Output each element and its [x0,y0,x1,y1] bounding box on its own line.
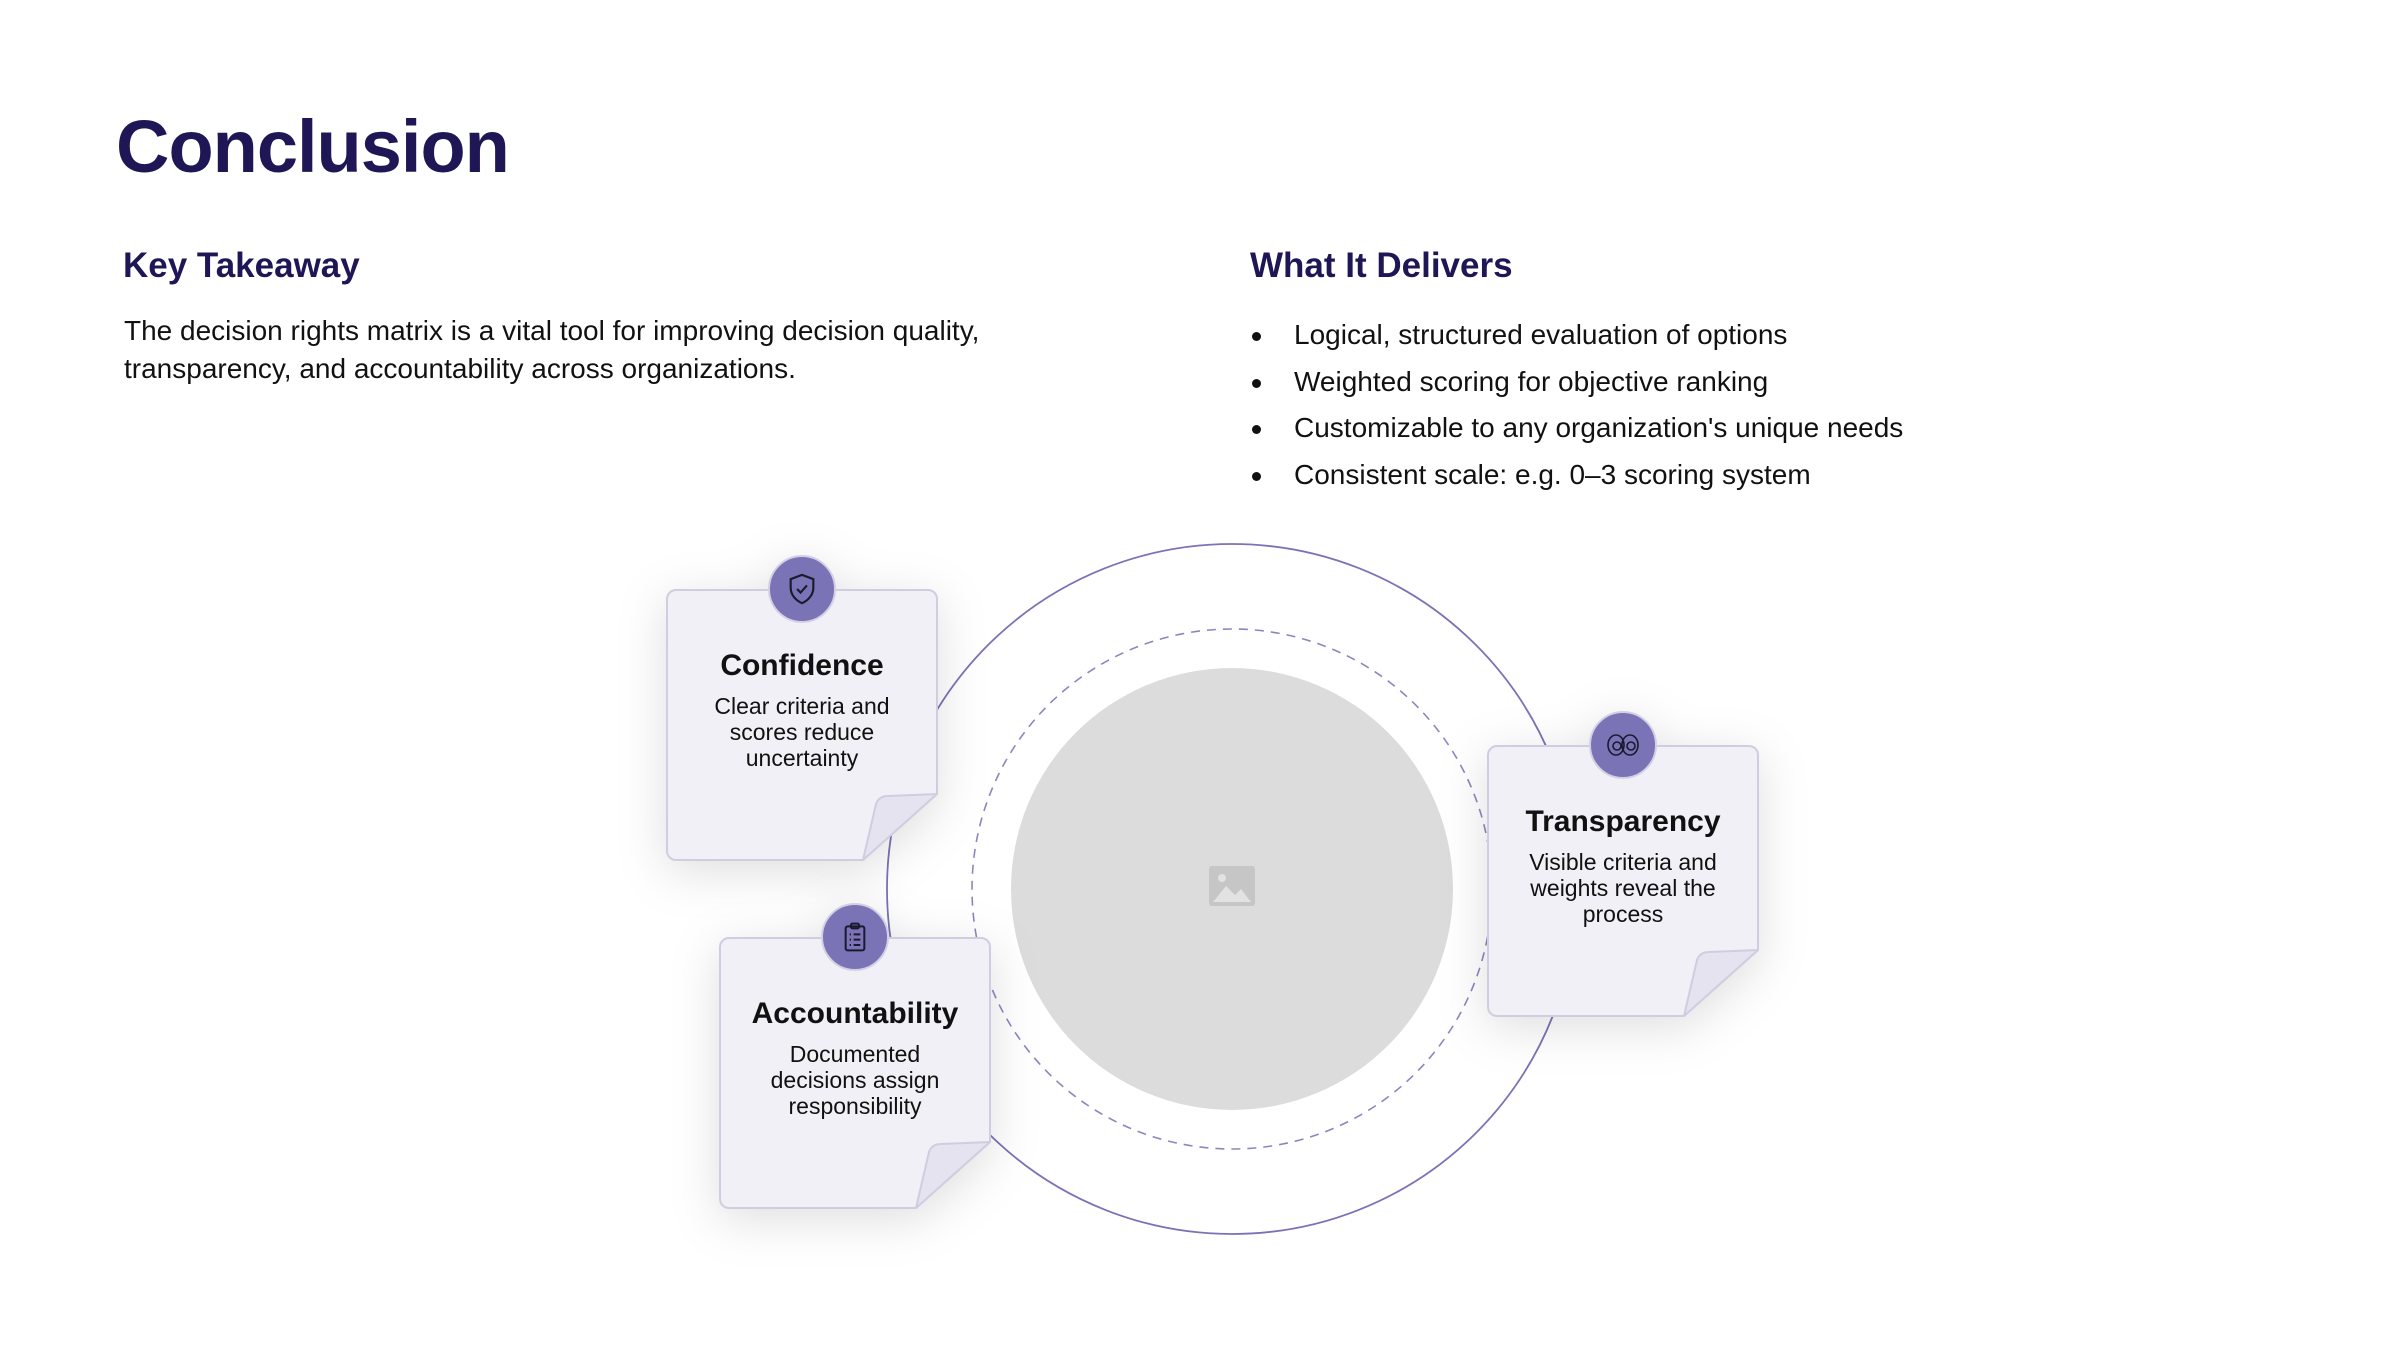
card-title: Accountability [751,997,959,1030]
card-description: Documented decisions assign responsibili… [770,1041,940,1119]
shield-check-icon [768,555,836,623]
card-title: Transparency [1525,805,1721,838]
delivers-list: Logical, structured evaluation of option… [1250,312,1903,498]
key-takeaway-heading: Key Takeaway [123,246,360,285]
clipboard-list-icon [821,903,889,971]
card-transparency: Transparency Visible criteria and weight… [1487,711,1759,1017]
delivers-heading: What It Delivers [1250,246,1513,285]
list-item: Consistent scale: e.g. 0–3 scoring syste… [1250,452,1903,499]
card-title: Confidence [720,649,884,682]
page-title: Conclusion [116,105,510,188]
list-item: Logical, structured evaluation of option… [1250,312,1903,359]
key-takeaway-text: The decision rights matrix is a vital to… [124,315,980,384]
image-icon [1209,866,1255,906]
card-description: Clear criteria and scores reduce uncerta… [714,693,890,771]
list-item: Weighted scoring for objective ranking [1250,359,1903,406]
card-accountability: Accountability Documented decisions assi… [719,903,991,1209]
card-confidence: Confidence Clear criteria and scores red… [666,555,938,861]
list-item: Customizable to any organization's uniqu… [1250,405,1903,452]
eyes-icon [1589,711,1657,779]
card-description: Visible criteria and weights reveal the … [1529,849,1717,927]
